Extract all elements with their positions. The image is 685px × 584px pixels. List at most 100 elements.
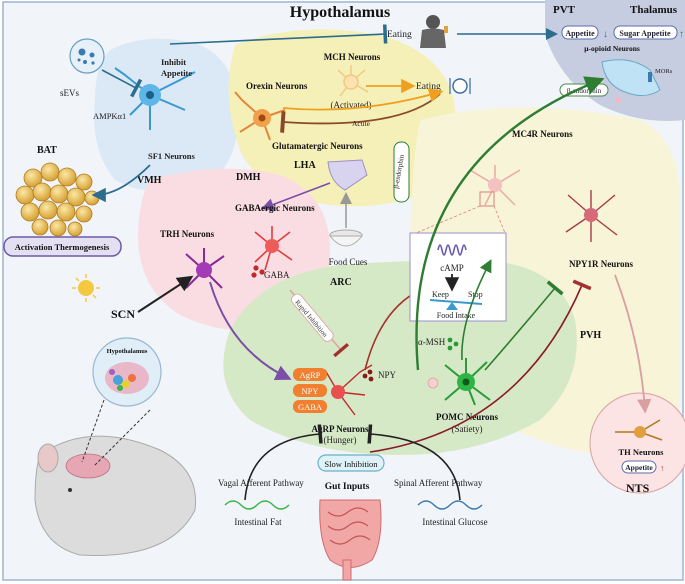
trh-neuron-icon — [185, 248, 225, 289]
orexin-label: Orexin Neurons — [246, 81, 308, 91]
vmh-label: VMH — [137, 175, 162, 186]
vmh-region — [94, 38, 239, 192]
mu-opioid-label: μ-opioid Neurons — [584, 44, 640, 53]
zoom-box — [479, 191, 495, 207]
gaba-box — [293, 400, 327, 413]
intestinal-glucose-wave-icon — [417, 500, 483, 510]
sevs-label: sEVs — [60, 88, 79, 98]
appetite-pvt-badge — [561, 25, 599, 40]
appetite-nts-badge — [621, 460, 657, 474]
sf1-label: SF1 Neurons — [148, 151, 196, 161]
scn-label: SCN — [111, 307, 135, 321]
appetite-label: Appetite — [161, 68, 192, 78]
glutamatergic-label: Glutamatergic Neurons — [272, 141, 363, 151]
dmh-label: DMH — [236, 172, 261, 183]
food-bowl-icon — [328, 229, 364, 247]
keep-label: Keep — [432, 290, 449, 299]
pomc-inhibit-npy1r-line — [484, 280, 564, 371]
npy1r-neuron-icon — [565, 190, 618, 242]
beta-endorphin-arrow — [415, 76, 605, 371]
npy-label: NPY — [378, 370, 397, 380]
eating-lha-label: Eating — [416, 82, 441, 92]
activation-thermogenesis-label: Activation Thermogenesis — [15, 242, 110, 252]
sf1-to-bat-arrow — [91, 164, 151, 203]
alpha-msh-vesicles-icon — [447, 337, 459, 351]
trh-to-agrp-arrow — [209, 281, 292, 380]
npy-vesicles-icon — [362, 369, 374, 382]
gpcr-receptor-icon — [437, 244, 467, 256]
beta-endorphin-green-badge — [393, 141, 410, 203]
rapid-inhibition-badge — [291, 293, 334, 342]
gaba-label: GABA — [264, 270, 290, 280]
sun-icon — [72, 274, 100, 302]
npy-box-label: NPY — [301, 386, 318, 396]
orexin-to-eating-arrow — [282, 88, 444, 111]
eating-top-label: Eating — [387, 30, 412, 40]
intestinal-fat-label: Intestinal Fat — [234, 517, 282, 527]
ampk-label: AMPKα1 — [93, 111, 126, 121]
mu-opioid-neuron-icon — [601, 59, 661, 96]
appetite-pvt-label: Appetite — [565, 29, 595, 38]
arc-region — [223, 260, 577, 455]
balance-fulcrum-icon — [446, 302, 458, 310]
nts-label: NTS — [626, 481, 650, 495]
gaba-vesicles-icon — [251, 265, 265, 278]
agrp-state-label: (Hunger) — [324, 435, 357, 445]
mch-label: MCH Neurons — [324, 52, 381, 62]
intestine-icon — [319, 499, 382, 581]
th-label: TH Neurons — [619, 447, 665, 457]
pomc-state-label: (Satiety) — [452, 424, 483, 434]
person-eating-icon — [420, 15, 448, 48]
intestinal-fat-wave-icon — [224, 500, 290, 510]
gaba-box-label: GABA — [298, 402, 323, 412]
gut-inputs-label: Gut Inputs — [325, 482, 370, 492]
npy1r-label: NPY1R Neurons — [569, 259, 634, 269]
glutamatergic-neuron-icon — [327, 159, 368, 191]
mc4r-neuron-icon — [469, 165, 521, 206]
acute-label: Acute — [352, 119, 371, 128]
pvt-label: PVT — [553, 4, 576, 16]
hypothalamus-inset-label: Hypothalamus — [107, 348, 148, 355]
sugar-appetite-badge — [613, 25, 678, 40]
th-neuron-icon — [615, 419, 663, 441]
slow-inhibition-label: Slow Inhibition — [324, 459, 378, 469]
scn-to-trh-arrow — [137, 275, 194, 313]
agrp-label: AgRP Neurons — [311, 424, 369, 434]
pvh-label: PVH — [580, 330, 601, 341]
gabaergic-label: GABAergic Neurons — [235, 203, 315, 213]
agrp-neuron-icon — [324, 364, 373, 416]
pomc-neuron-icon — [444, 358, 491, 406]
spinal-label: Spinal Afferent Pathway — [394, 478, 483, 488]
bat-label: BAT — [37, 145, 57, 156]
mch-state-label: (Activated) — [331, 100, 372, 110]
sugar-appetite-label: Sugar Appetite — [619, 29, 671, 38]
fork-knife-plate-icon — [449, 78, 471, 94]
gabaergic-neuron-icon — [254, 226, 293, 271]
pomc-label: POMC Neurons — [436, 412, 499, 422]
appetite-up-icon: ↑ — [660, 463, 665, 473]
agrp-box-label: AgRP — [300, 370, 321, 380]
mouse-icon — [34, 435, 197, 556]
nts-region — [589, 392, 685, 494]
balance-beam-icon — [429, 299, 483, 305]
sevs-inhibit-line — [101, 69, 143, 98]
intestinal-glucose-label: Intestinal Glucose — [422, 517, 487, 527]
trh-label: TRH Neurons — [160, 229, 215, 239]
inset-line-right — [93, 409, 151, 467]
slow-inhibition-badge — [317, 454, 385, 472]
mc4r-label: MC4R Neurons — [512, 129, 573, 139]
camp-panel — [409, 232, 507, 322]
mors-label: MORs — [655, 68, 673, 75]
activation-thermogenesis-badge — [3, 236, 122, 257]
npy-box — [293, 384, 327, 397]
pomc-to-mc4r-arrow — [461, 259, 492, 361]
exosome-icon — [69, 38, 105, 74]
appetite-down-icon: ↓ — [603, 29, 608, 40]
lha-label: LHA — [294, 160, 316, 171]
inhibit-label: Inhibit — [161, 57, 186, 67]
fat-cells-icon — [15, 162, 100, 237]
thalamus-label: Thalamus — [630, 4, 678, 16]
inset-line-left — [81, 399, 105, 463]
axon-terminal-icon — [427, 377, 439, 389]
